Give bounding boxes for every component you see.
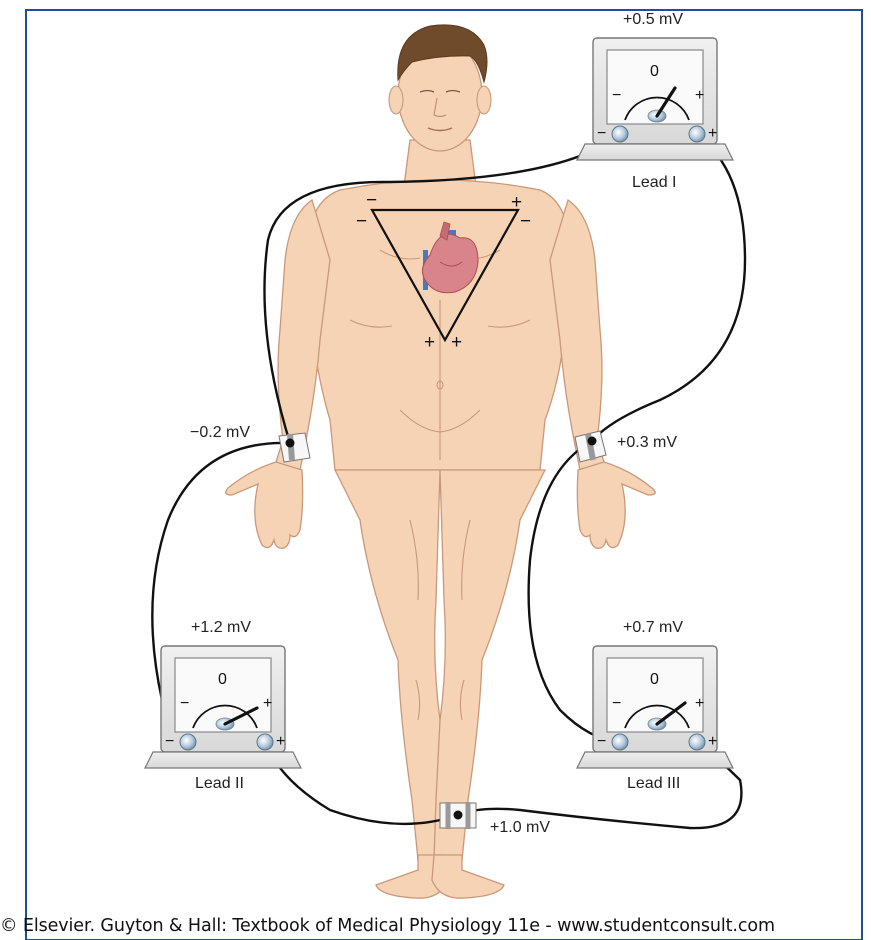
triangle-sign-top-right: + bbox=[511, 192, 522, 213]
meter-lead-1-terminal-minus: − bbox=[597, 125, 606, 142]
meter-lead-1: +0.5 mV 0 − + − + Lead I bbox=[577, 11, 733, 191]
electrode-right-arm-reading: −0.2 mV bbox=[190, 424, 250, 441]
meter-lead-1-terminal-plus: + bbox=[708, 125, 717, 142]
meter-lead-2-terminal-plus: + bbox=[276, 733, 285, 750]
meter-lead-2: +1.2 mV 0 − + − + Lead II bbox=[145, 619, 301, 792]
meter-lead-3-reading: +0.7 mV bbox=[623, 619, 683, 636]
meter-lead-2-scale-plus: + bbox=[263, 695, 272, 712]
meter-lead-3-scale-minus: − bbox=[612, 695, 621, 712]
triangle-sign-top-left: − bbox=[366, 190, 377, 211]
meter-lead-1-reading: +0.5 mV bbox=[623, 11, 683, 28]
copyright-caption: © Elsevier. Guyton & Hall: Textbook of M… bbox=[0, 916, 871, 936]
triangle-sign-bottom-left: + bbox=[424, 332, 435, 353]
meter-lead-2-scale-minus: − bbox=[180, 695, 189, 712]
meter-lead-3: +0.7 mV 0 − + − + Lead III bbox=[577, 619, 733, 792]
meter-lead-3-terminal-plus: + bbox=[708, 733, 717, 750]
meter-lead-1-name: Lead I bbox=[632, 174, 676, 191]
meter-lead-3-zero: 0 bbox=[650, 671, 659, 688]
meter-lead-2-name: Lead II bbox=[195, 775, 244, 792]
meter-lead-1-scale-plus: + bbox=[695, 87, 704, 104]
meter-lead-3-scale-plus: + bbox=[695, 695, 704, 712]
head bbox=[389, 25, 491, 151]
electrode-left-arm-reading: +0.3 mV bbox=[617, 434, 677, 451]
electrode-left-leg-reading: +1.0 mV bbox=[490, 819, 550, 836]
meter-lead-1-zero: 0 bbox=[650, 63, 659, 80]
meter-lead-2-reading: +1.2 mV bbox=[191, 619, 251, 636]
meter-lead-3-terminal-minus: − bbox=[597, 733, 606, 750]
meter-lead-2-terminal-minus: − bbox=[165, 733, 174, 750]
meter-lead-1-scale-minus: − bbox=[612, 87, 621, 104]
electrode-left-leg bbox=[440, 802, 476, 829]
triangle-sign-left: − bbox=[356, 211, 367, 232]
electrode-right-arm bbox=[279, 433, 310, 462]
meter-lead-3-name: Lead III bbox=[627, 775, 680, 792]
triangle-sign-bottom-right: + bbox=[451, 332, 462, 353]
triangle-sign-right: − bbox=[520, 211, 531, 232]
meter-lead-2-zero: 0 bbox=[218, 671, 227, 688]
